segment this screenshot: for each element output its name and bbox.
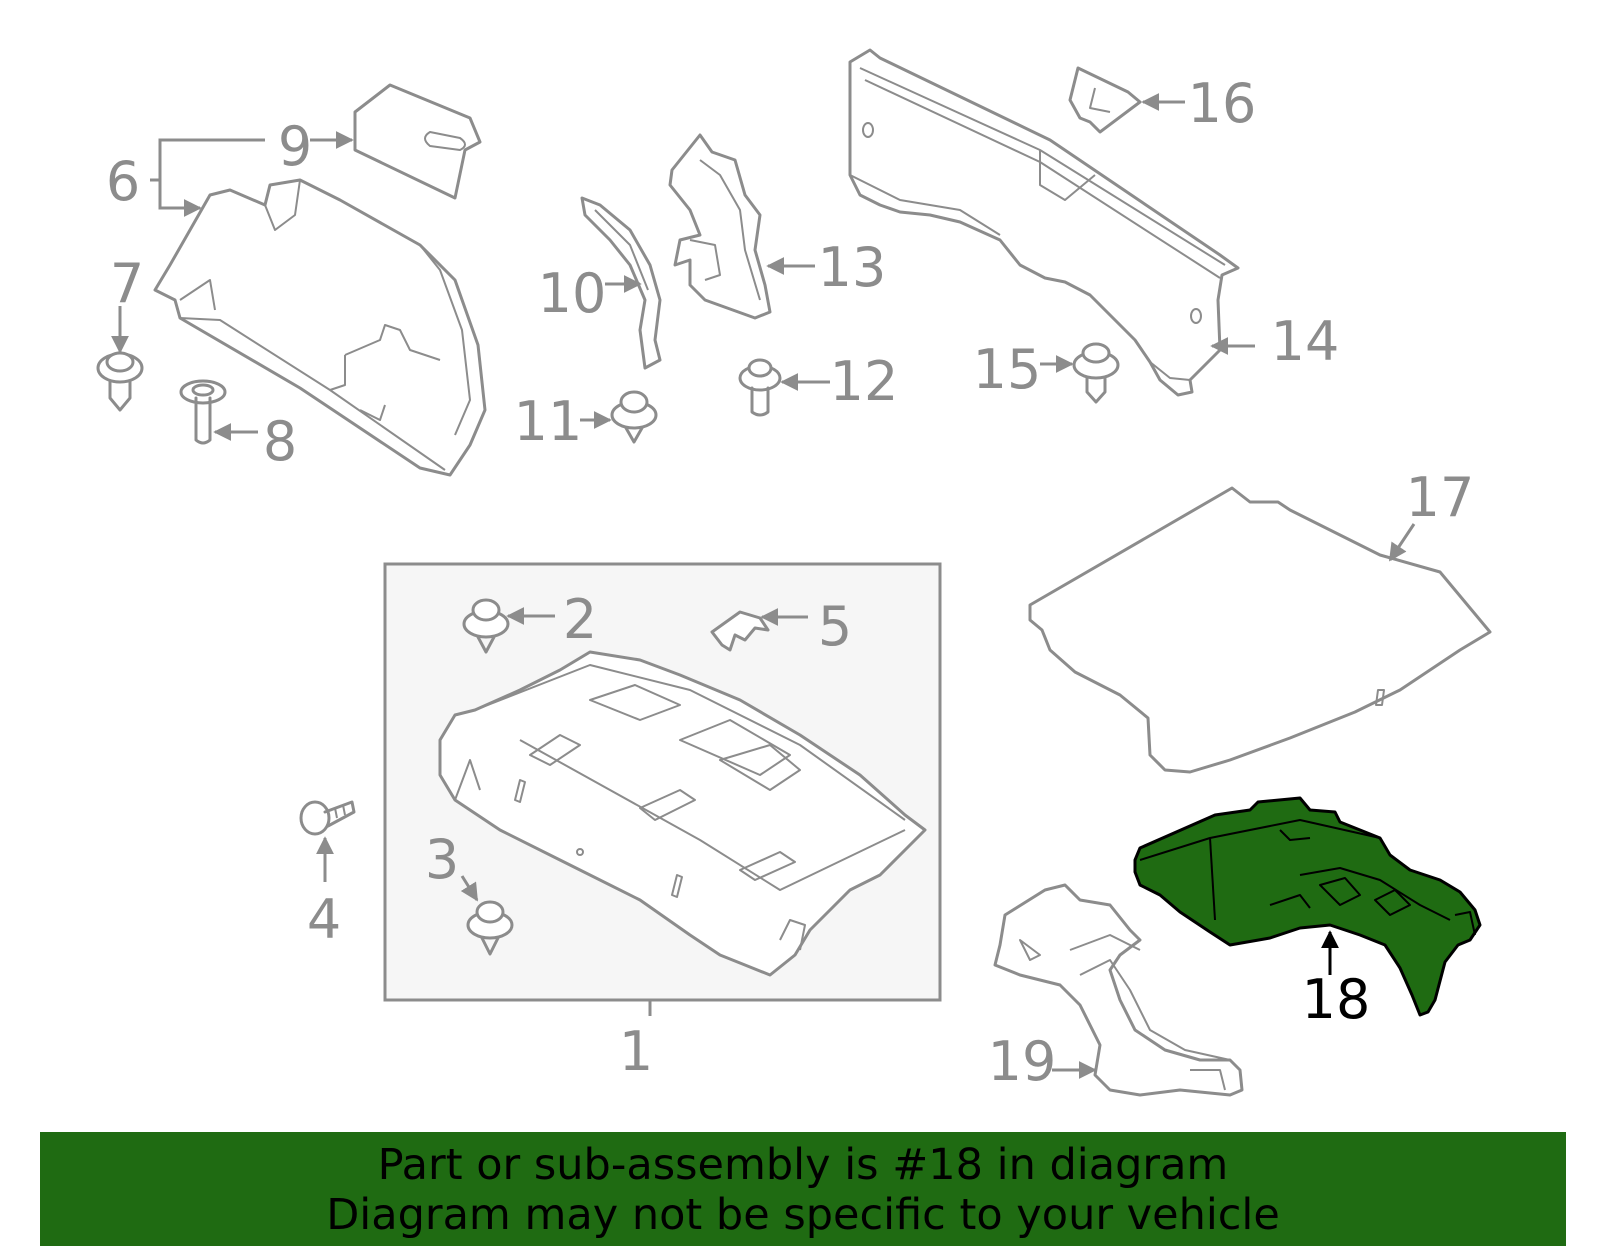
callout-17: 17 — [1406, 466, 1475, 529]
callout-18: 18 — [1302, 968, 1371, 1031]
part-6-quarter-trim — [153, 178, 487, 477]
callout-2: 2 — [563, 588, 597, 651]
part-4-screw — [299, 800, 356, 836]
part-7-clip — [96, 351, 144, 412]
part-1-package-tray — [438, 650, 927, 977]
part-15-clip — [1072, 342, 1120, 404]
callout-19: 19 — [988, 1030, 1057, 1093]
callout-11: 11 — [514, 390, 583, 453]
banner-line-1: Part or sub-assembly is #18 in diagram — [377, 1140, 1229, 1190]
callout-7: 7 — [110, 252, 144, 315]
part-11-clip — [610, 390, 658, 444]
part-16-bracket — [1068, 66, 1142, 134]
callout-6: 6 — [106, 150, 140, 213]
part-18-highlighted — [1133, 796, 1482, 1017]
part-14-rear-panel — [848, 48, 1240, 397]
banner-line-2: Diagram may not be specific to your vehi… — [326, 1190, 1280, 1240]
part-19-trim — [993, 883, 1244, 1097]
callout-16: 16 — [1188, 72, 1257, 135]
part-10-bracket — [580, 196, 662, 370]
callout-14: 14 — [1271, 310, 1340, 373]
part-9-panel — [353, 83, 482, 200]
callout-10: 10 — [538, 262, 607, 325]
callout-3: 3 — [425, 828, 459, 891]
part-12-clip — [738, 358, 782, 417]
callout-12: 12 — [830, 350, 899, 413]
part-13-bracket — [668, 133, 772, 320]
part-17-trunk-mat — [1028, 486, 1492, 774]
callout-13: 13 — [818, 236, 887, 299]
callout-1: 1 — [619, 1020, 653, 1083]
part-3-clip — [466, 900, 514, 956]
callout-5: 5 — [818, 595, 852, 658]
callout-9: 9 — [278, 115, 312, 178]
callout-8: 8 — [263, 410, 297, 473]
part-5-clip — [710, 610, 770, 652]
callout-15: 15 — [973, 338, 1042, 401]
part-8-pin — [179, 379, 227, 445]
callout-4: 4 — [307, 888, 341, 951]
info-banner: Part or sub-assembly is #18 in diagram D… — [40, 1132, 1566, 1246]
